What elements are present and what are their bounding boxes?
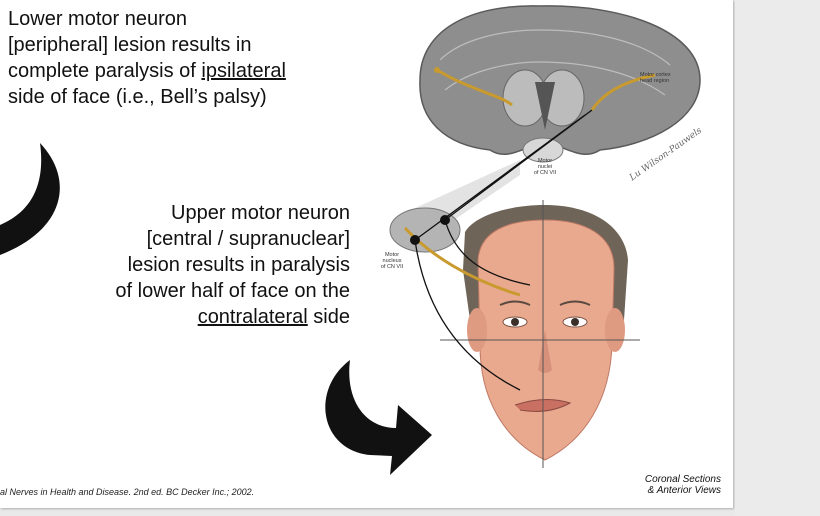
face-drawing <box>440 200 640 468</box>
ipsilateral-word: ipsilateral <box>201 60 286 82</box>
lower-motor-neuron-text: Lower motor neuron [peripheral] lesion r… <box>8 6 368 110</box>
lmn-curved-arrow <box>0 143 60 255</box>
views-label: Coronal Sections& Anterior Views <box>644 474 721 496</box>
citation: al Nerves in Health and Disease. 2nd ed.… <box>0 487 255 497</box>
lmn-line-2: [peripheral] lesion results in <box>8 34 252 56</box>
lmn-line-1: Lower motor neuron <box>8 8 187 30</box>
slide: Lower motor neuron [peripheral] lesion r… <box>0 0 733 508</box>
upper-motor-neuron-text: Upper motor neuron [central / supranucle… <box>60 200 350 330</box>
lmn-line-4: side of face (i.e., Bell’s palsy) <box>8 86 267 108</box>
umn-curved-arrow <box>325 360 432 475</box>
umn-line-1: Upper motor neuron <box>171 202 350 224</box>
umn-line-4: of lower half of face on the <box>115 280 350 302</box>
umn-line-5: contralateral side <box>197 306 350 328</box>
pathways <box>403 68 656 391</box>
contralateral-word: contralateral <box>197 306 308 328</box>
brain-coronal-section <box>419 5 701 163</box>
right-gutter <box>735 0 820 516</box>
umn-line-3: lesion results in paralysis <box>127 254 350 276</box>
umn-line-2: [central / supranuclear] <box>146 228 350 250</box>
lmn-line-3: complete paralysis of ipsilateral <box>8 60 286 82</box>
illustration <box>0 5 701 475</box>
